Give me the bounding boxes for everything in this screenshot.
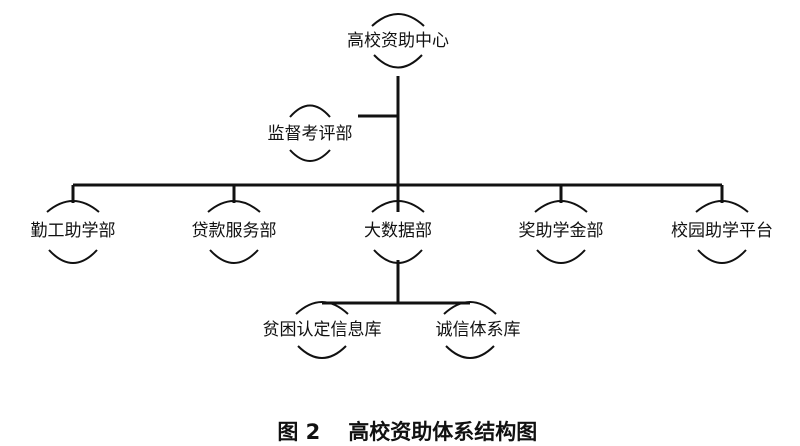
root-bottom-arc: [373, 54, 423, 69]
scholarship-bottom-arc: [536, 249, 586, 264]
node-brackets: [46, 13, 749, 359]
loan-top-arc: [207, 200, 261, 213]
poverty-db-bottom-arc: [297, 345, 347, 359]
root-top-arc: [371, 13, 425, 27]
big-data-bottom-arc: [373, 249, 423, 264]
work-study-top-arc: [46, 200, 100, 213]
supervision-bottom-arc: [289, 149, 331, 162]
loan-bottom-arc: [209, 249, 259, 264]
platform-bottom-arc: [697, 249, 747, 264]
supervision-node-label: 监督考评部: [268, 124, 353, 144]
org-structure-diagram: 高校资助中心 监督考评部 勤工助学部 贷款服务部 大数据部 奖助学金部 校园助学…: [31, 13, 774, 359]
scholarship-node-label: 奖助学金部: [519, 221, 604, 241]
work-study-bottom-arc: [48, 249, 98, 264]
poverty-db-node-label: 贫困认定信息库: [263, 320, 382, 340]
scholarship-top-arc: [534, 200, 588, 213]
connector-lines: [71, 76, 724, 305]
work-study-node-label: 勤工助学部: [31, 221, 116, 241]
root-node-label: 高校资助中心: [347, 31, 449, 51]
figure-title: 高校资助体系结构图: [348, 420, 538, 444]
loan-node-label: 贷款服务部: [192, 221, 277, 241]
credit-system-bottom-arc: [445, 345, 495, 359]
credit-system-top-arc: [443, 301, 497, 315]
platform-node-label: 校园助学平台: [671, 221, 773, 241]
figure-number: 图 2: [277, 420, 321, 444]
supervision-top-arc: [289, 104, 331, 118]
poverty-db-top-arc: [295, 301, 349, 315]
big-data-top-arc: [371, 200, 425, 213]
node-labels: 高校资助中心 监督考评部 勤工助学部 贷款服务部 大数据部 奖助学金部 校园助学…: [31, 31, 774, 340]
figure-caption: 图 2 高校资助体系结构图: [0, 392, 800, 446]
big-data-node-label: 大数据部: [364, 221, 432, 241]
platform-top-arc: [695, 200, 749, 213]
credit-system-node-label: 诚信体系库: [436, 320, 521, 340]
